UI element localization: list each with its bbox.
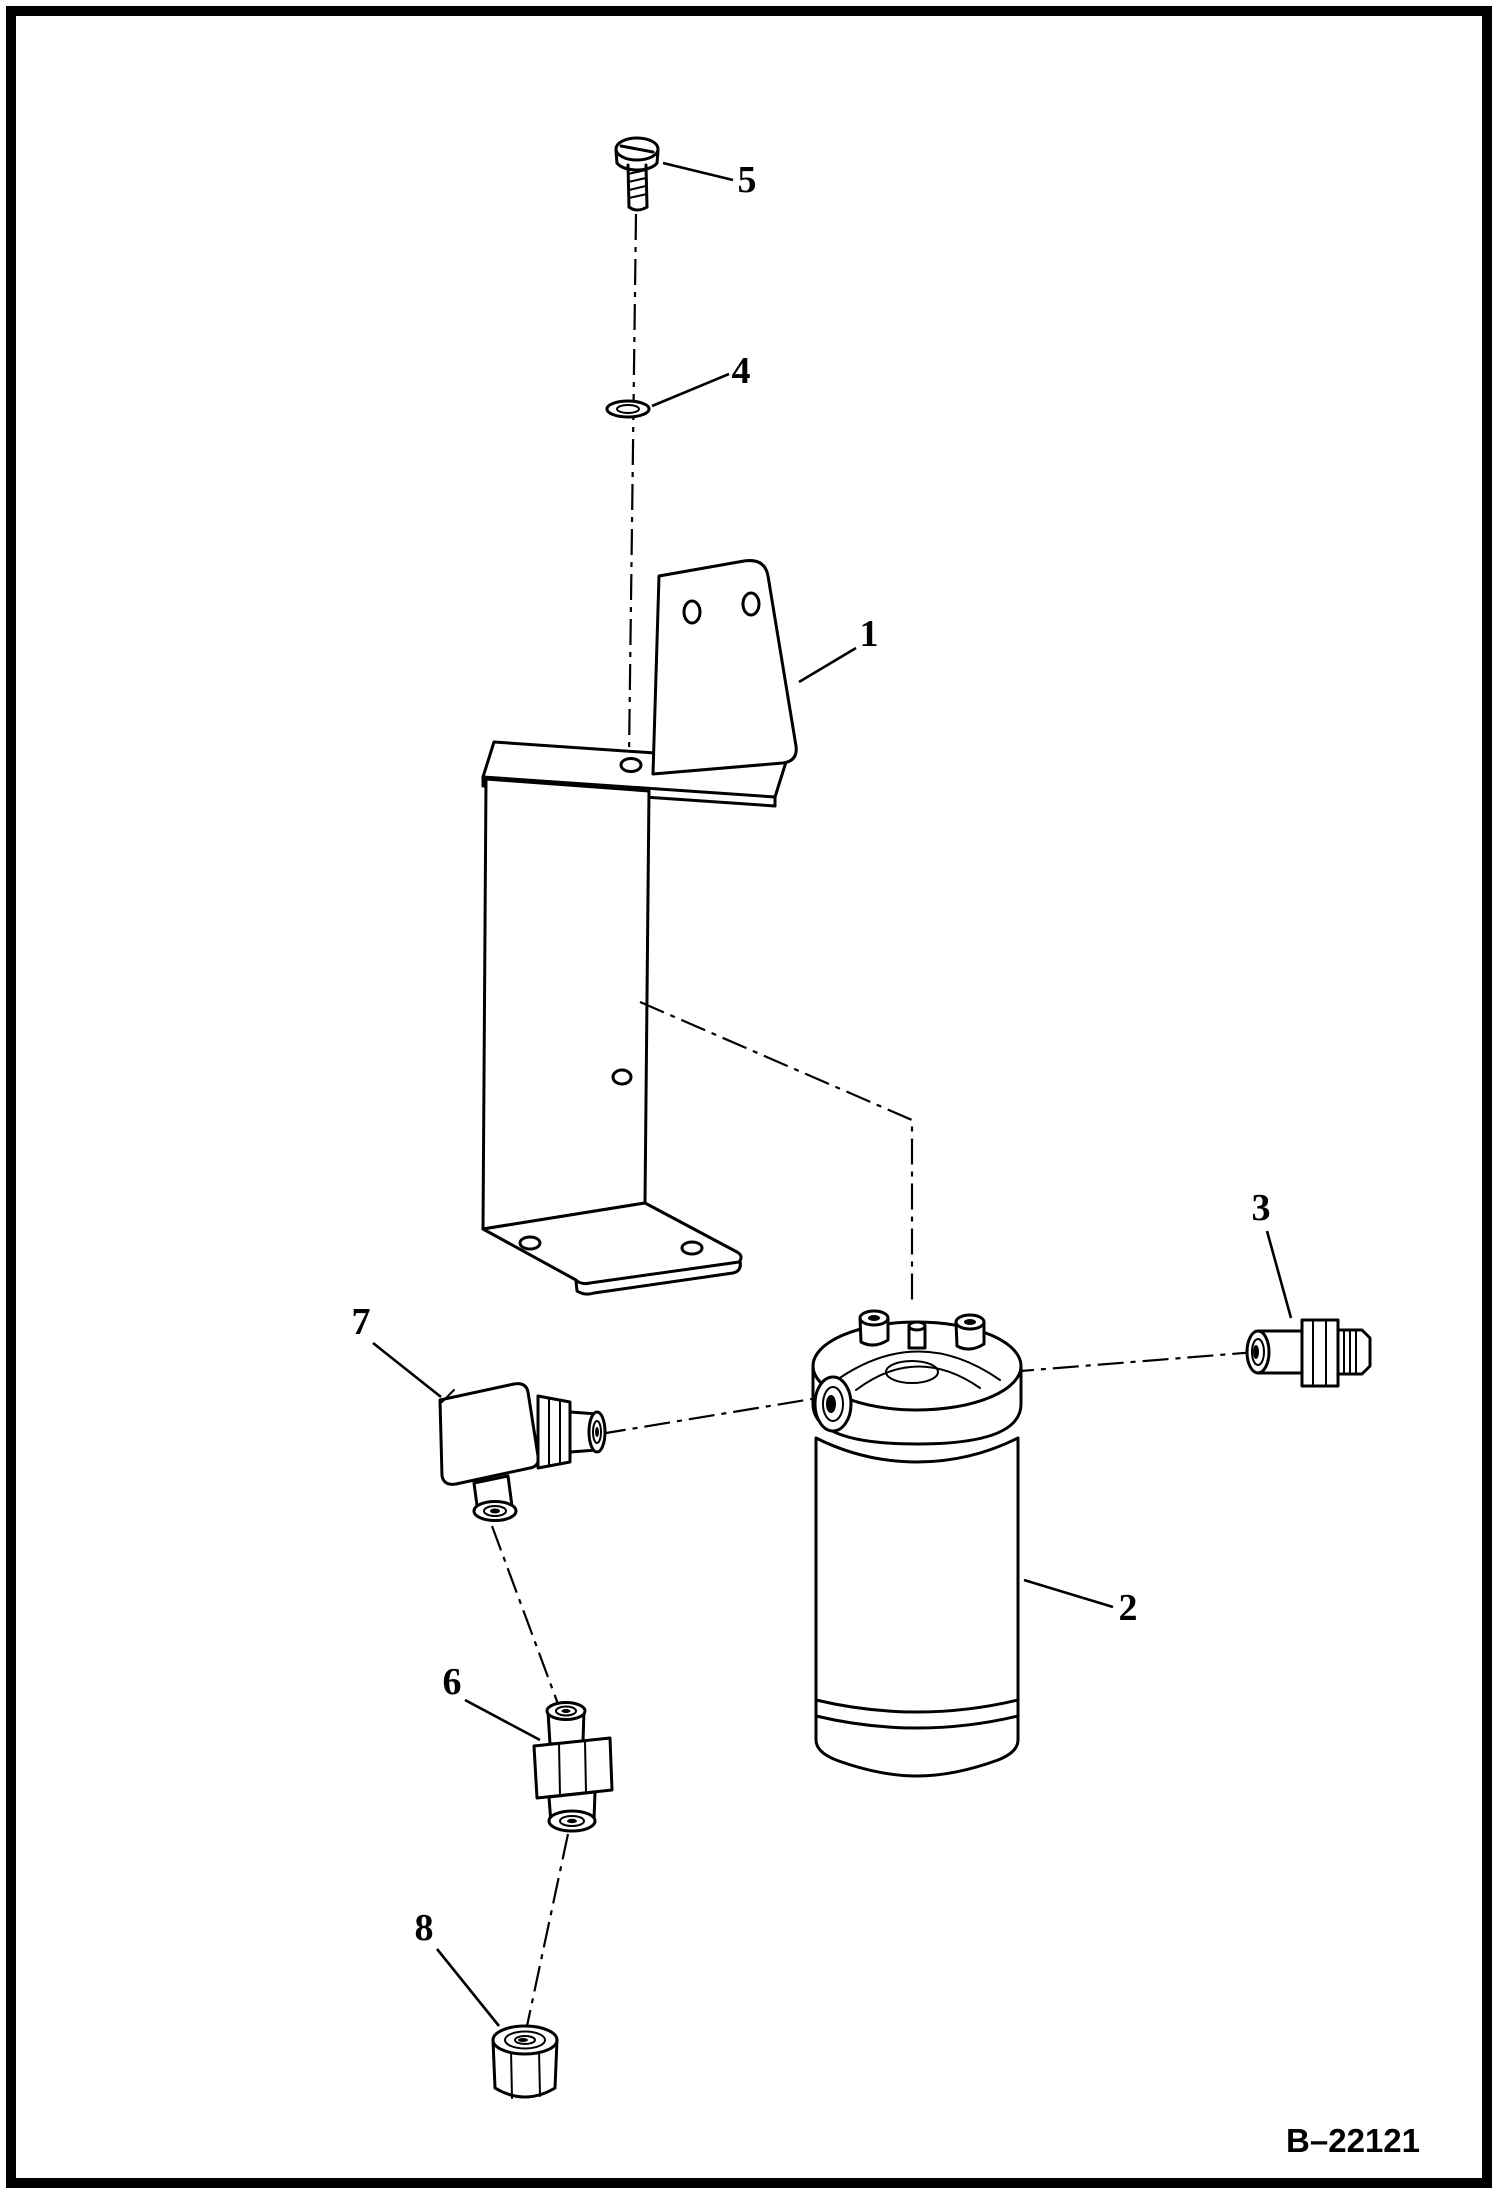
- leader-line-1: [798, 646, 857, 684]
- border-frame: [6, 6, 1492, 2188]
- leader-line-5: [662, 161, 734, 182]
- centerline-fitting6-to-nut8: [525, 1833, 570, 2027]
- centerline-elbow-to-filter: [599, 1396, 819, 1436]
- leader-line-6: [464, 1698, 541, 1742]
- callout-8: 8: [415, 1907, 434, 1949]
- centerline-bracket-to-filter: [639, 1000, 914, 1306]
- centerline-elbow-to-fitting6: [490, 1525, 560, 1705]
- part-5-screw: [614, 136, 660, 212]
- part-4-lock-washer: [605, 399, 651, 419]
- part-1-bracket: [481, 559, 798, 1296]
- callout-1: 1: [860, 613, 879, 655]
- leader-line-4: [651, 372, 730, 408]
- centerline-screw-to-bracket: [627, 213, 638, 757]
- callout-6: 6: [443, 1661, 462, 1703]
- part-6-fitting: [532, 1701, 614, 1833]
- callout-4: 4: [732, 350, 751, 392]
- part-8-nut: [491, 2024, 559, 2099]
- leader-line-8: [435, 1948, 501, 2027]
- callout-2: 2: [1119, 1587, 1138, 1629]
- callout-7: 7: [352, 1301, 371, 1343]
- leader-line-7: [372, 1341, 442, 1399]
- drawing-number: B–22121: [1286, 2122, 1420, 2159]
- centerline-filter-to-fitting3: [1007, 1350, 1257, 1374]
- leader-line-3: [1265, 1230, 1293, 1319]
- callout-3: 3: [1252, 1187, 1271, 1229]
- part-2-fuel-filter: [811, 1309, 1023, 1778]
- leader-line-2: [1023, 1578, 1114, 1609]
- part-3-fitting: [1245, 1318, 1372, 1388]
- part-7-elbow-fitting: [438, 1382, 607, 1522]
- callout-5: 5: [738, 159, 757, 201]
